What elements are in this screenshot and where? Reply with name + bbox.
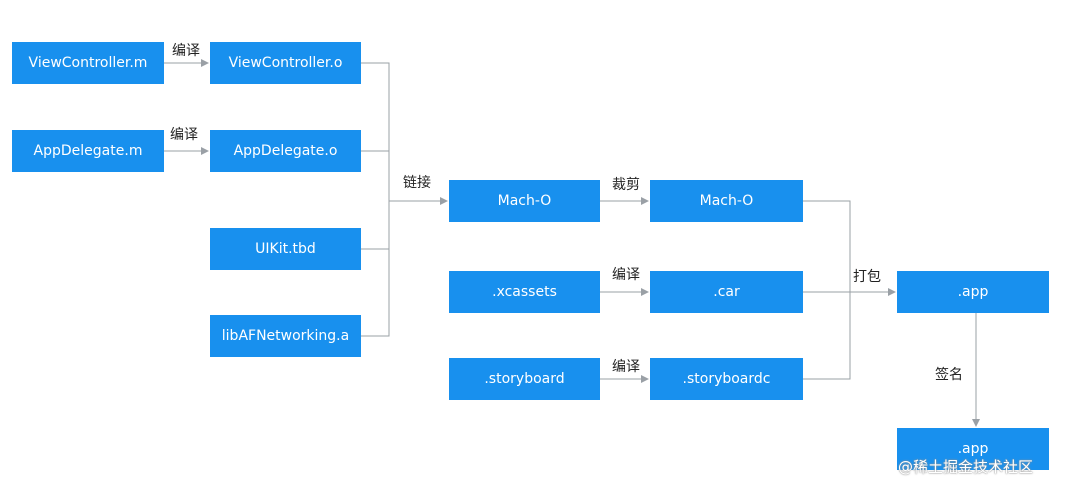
compile-label-storyboard: 编译 [612, 359, 640, 375]
link-label: 链接 [403, 175, 431, 191]
sign-label: 签名 [935, 367, 963, 383]
viewcontroller-m-box: ViewController.m [12, 42, 164, 84]
mach-o-trimmed-box: Mach-O [650, 180, 803, 222]
watermark-text: @稀土掘金技术社区 [898, 458, 1034, 476]
trim-label: 裁剪 [612, 177, 640, 193]
mach-o-box: Mach-O [449, 180, 600, 222]
viewcontroller-o-box: ViewController.o [210, 42, 361, 84]
compile-label-xcassets: 编译 [612, 267, 640, 283]
app-box: .app [897, 271, 1049, 313]
app-signed-box: .app [897, 428, 1049, 470]
storyboard-box: .storyboard [449, 358, 600, 400]
libafnetworking-a-box: libAFNetworking.a [210, 315, 361, 357]
uikit-tbd-box: UIKit.tbd [210, 228, 361, 270]
appdelegate-o-box: AppDelegate.o [210, 130, 361, 172]
storyboardc-box: .storyboardc [650, 358, 803, 400]
appdelegate-m-box: AppDelegate.m [12, 130, 164, 172]
xcassets-box: .xcassets [449, 271, 600, 313]
car-box: .car [650, 271, 803, 313]
compile-label-vc: 编译 [172, 43, 200, 59]
link-bracket [361, 62, 390, 337]
package-label: 打包 [853, 269, 881, 285]
compile-label-ad: 编译 [170, 127, 198, 143]
package-bracket [803, 200, 851, 380]
